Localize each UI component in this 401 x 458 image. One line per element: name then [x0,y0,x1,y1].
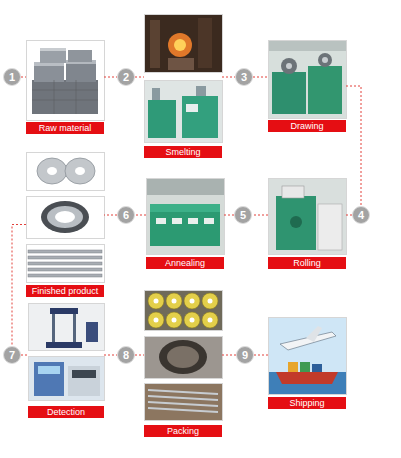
dashed-connector [222,77,235,78]
step-number: 4 [352,206,370,224]
label-bar: Finished product [26,285,104,297]
step-number: 7 [3,346,21,364]
label-bar: Annealing [146,257,224,269]
label-bar: Drawing [268,120,346,132]
dashed-connector [252,215,268,216]
step-number-circle: 8 [117,346,135,364]
dashed-connector [135,355,144,356]
dashed-connector [224,215,234,216]
step-label: Shipping [289,398,324,408]
dashed-connector [135,215,146,216]
label-bar: Shipping [268,397,346,409]
process-box: Smelting [144,14,222,158]
step-number: 5 [234,206,252,224]
label-bar: Rolling [268,257,346,269]
label-bar: Raw material [26,122,104,134]
step-label: Finished product [32,286,99,296]
step-number-circle: 2 [117,68,135,86]
step-number-circle: 7 [3,346,21,364]
step-number: 9 [236,346,254,364]
step-number: 6 [117,206,135,224]
dashed-connector [222,355,236,356]
step-number: 2 [117,68,135,86]
step-number: 8 [117,346,135,364]
dashed-connector [12,225,26,347]
step-label: Raw material [39,123,92,133]
label-bar: Detection [28,406,104,418]
step-number-circle: 1 [3,68,21,86]
dashed-connector [346,215,352,216]
dashed-connector [254,355,268,356]
step-label: Packing [167,426,199,436]
label-bar: Packing [144,425,222,437]
step-number-circle: 3 [235,68,253,86]
step-label: Detection [47,407,85,417]
dashed-connector [135,77,144,78]
step-number-circle: 5 [234,206,252,224]
process-box: Packing [144,290,222,437]
process-box: Raw material [26,40,104,134]
step-number: 3 [235,68,253,86]
dashed-connector [104,215,117,216]
step-label: Annealing [165,258,205,268]
process-box: Shipping [268,317,346,409]
step-number: 1 [3,68,21,86]
process-box: Drawing [268,40,346,132]
step-label: Smelting [165,147,200,157]
step-label: Rolling [293,258,321,268]
dashed-connector [104,355,117,356]
step-label: Drawing [290,121,323,131]
step-number-circle: 9 [236,346,254,364]
process-box: Finished product [26,152,104,297]
dashed-connector [21,77,26,78]
process-box: Rolling [268,178,346,269]
dashed-connector [21,355,28,356]
dashed-connector [346,86,361,206]
dashed-connector [104,77,117,78]
process-box: Annealing [146,178,224,269]
process-box: Detection [28,303,104,418]
step-number-circle: 6 [117,206,135,224]
label-bar: Smelting [144,146,222,158]
dashed-connector [253,77,268,78]
step-number-circle: 4 [352,206,370,224]
